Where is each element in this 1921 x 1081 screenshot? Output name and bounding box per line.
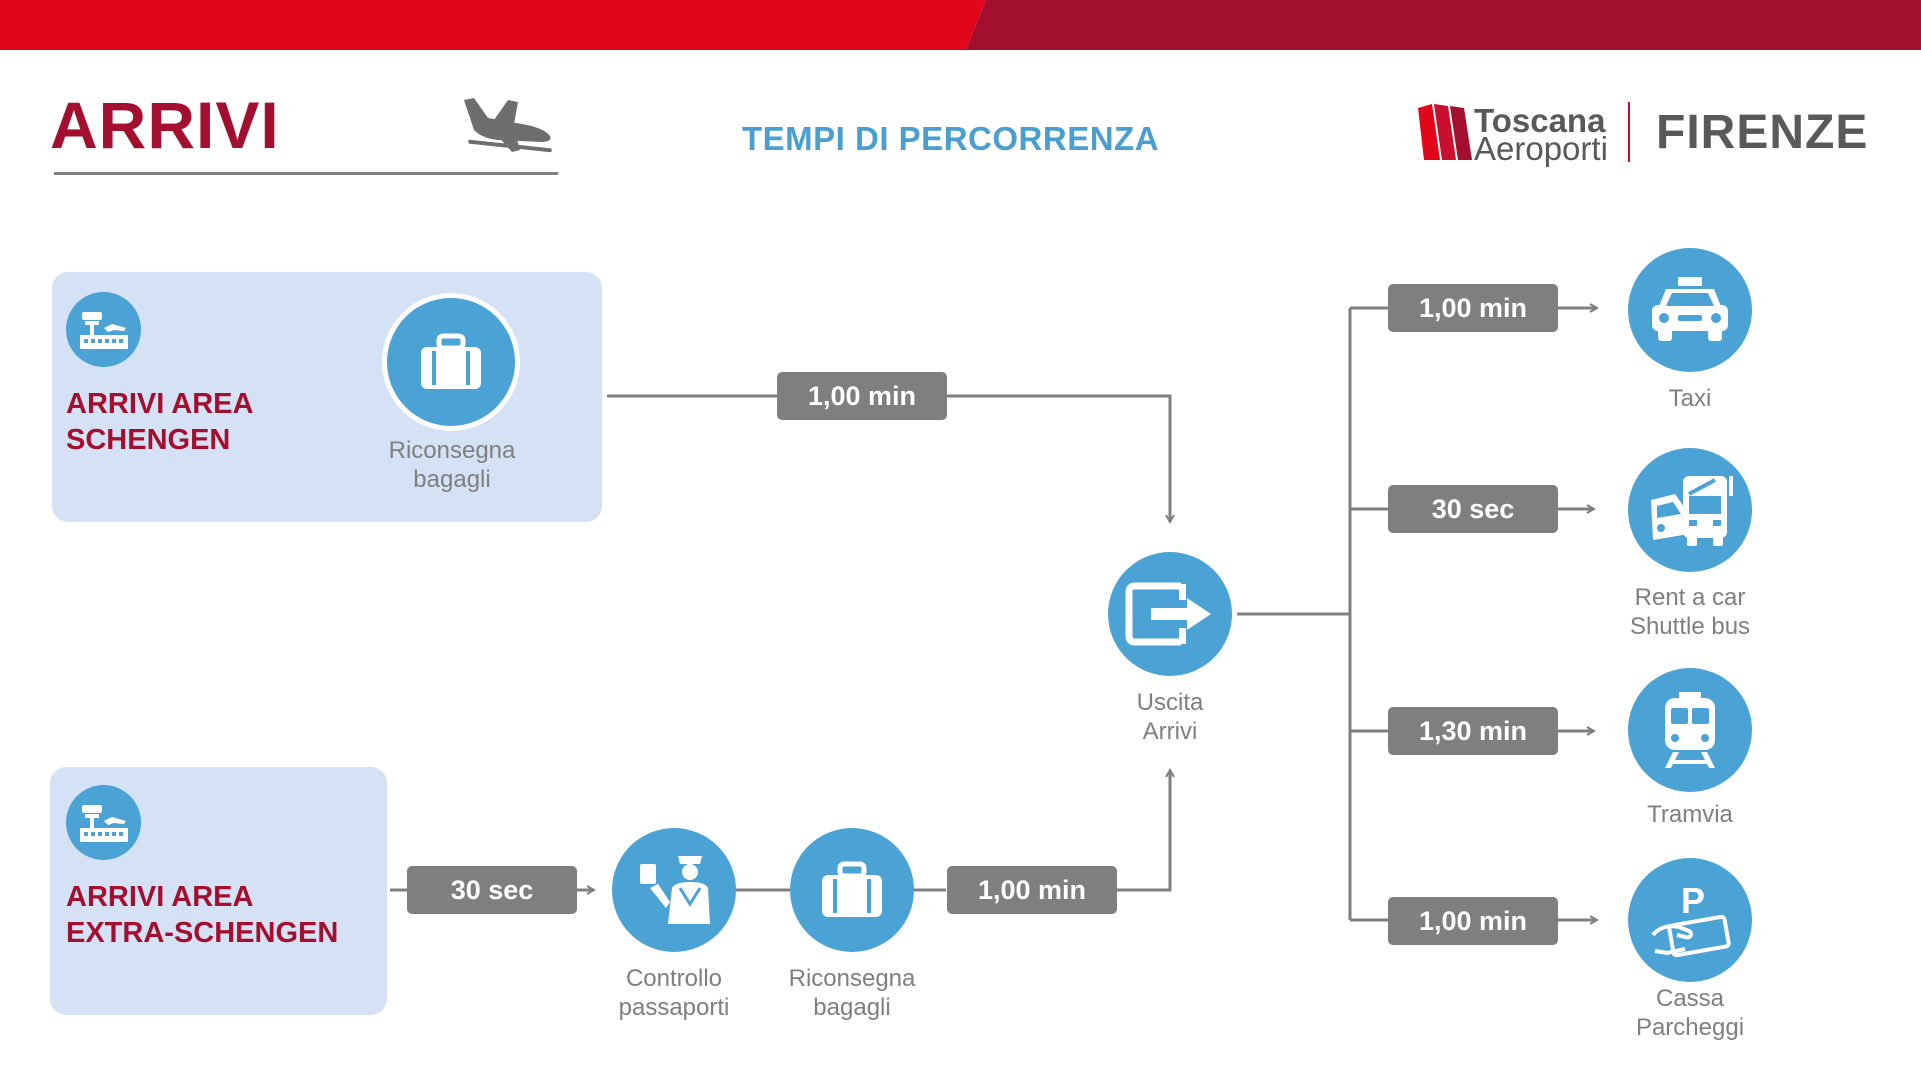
brand-name-line1: Toscana <box>1474 102 1606 139</box>
time-exit-to-tram: 1,30 min <box>1388 707 1558 755</box>
suitcase-icon <box>790 828 914 952</box>
node-taxi-label: Taxi <box>1668 385 1712 412</box>
node-baggage-extra-label: Riconsegna bagagli <box>788 965 916 1021</box>
airport-terminal-icon <box>66 292 141 367</box>
node-parking-label: Cassa Parcheggi <box>1635 985 1745 1041</box>
car-bus-icon <box>1628 448 1752 572</box>
exit-icon <box>1108 552 1232 676</box>
parking-payment-icon: P <box>1628 858 1752 982</box>
taxi-icon <box>1628 248 1752 372</box>
suitcase-icon <box>387 298 515 426</box>
city-name: FIRENZE <box>1656 106 1869 159</box>
time-baggage-to-exit: 1,00 min <box>947 866 1117 914</box>
time-exit-to-rentcar: 30 sec <box>1388 485 1558 533</box>
time-extra-to-passport: 30 sec <box>407 866 577 914</box>
brand-divider <box>1628 102 1630 162</box>
area-schengen <box>52 272 602 522</box>
page-title: ARRIVI <box>50 88 280 162</box>
time-exit-to-taxi: 1,00 min <box>1388 284 1558 332</box>
node-rentcar-label: Rent a car Shuttle bus <box>1629 584 1751 640</box>
toscana-aeroporti-logo-icon <box>1418 104 1472 160</box>
node-baggage-schengen-label: Riconsegna bagagli <box>388 437 516 493</box>
time-exit-to-parking: 1,00 min <box>1388 897 1558 945</box>
area-schengen-label: ARRIVI AREA SCHENGEN <box>66 388 254 456</box>
top-banner <box>0 0 1921 50</box>
node-tram-label: Tramvia <box>1647 801 1733 828</box>
passport-control-icon <box>612 828 736 952</box>
node-passport-label: Controllo passaporti <box>618 965 730 1021</box>
svg-text:P: P <box>1681 880 1705 921</box>
title-underline <box>54 172 558 175</box>
airport-terminal-icon <box>66 785 141 860</box>
node-exit-label: Uscita Arrivi <box>1136 689 1204 745</box>
tram-icon <box>1628 668 1752 792</box>
area-extra-schengen-label: ARRIVI AREA EXTRA-SCHENGEN <box>66 881 339 949</box>
time-schengen-to-exit: 1,00 min <box>777 372 947 420</box>
plane-landing-icon <box>464 98 552 153</box>
page-subtitle: TEMPI DI PERCORRENZA <box>742 120 1160 157</box>
brand-name-line2: Aeroporti <box>1474 130 1608 167</box>
